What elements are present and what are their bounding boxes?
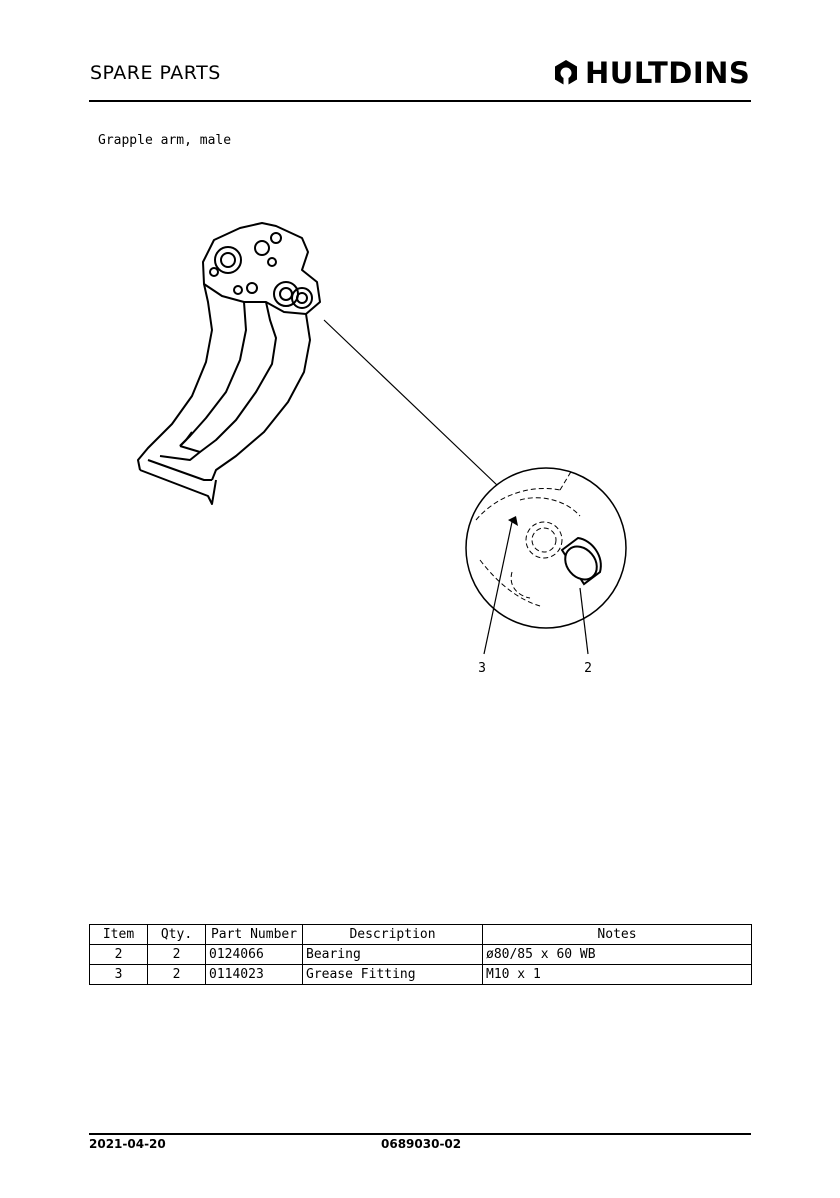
cell-notes: ø80/85 x 60 WB [482,944,752,965]
table-row: 3 2 0114023 Grease Fitting M10 x 1 [89,964,752,985]
footer-date: 2021-04-20 [89,1137,166,1151]
callout-2: 2 [584,661,592,676]
table-row: 2 2 0124066 Bearing ø80/85 x 60 WB [89,944,752,965]
col-header-part-number: Part Number [205,924,303,945]
cell-description: Bearing [302,944,483,965]
col-header-notes: Notes [482,924,752,945]
cell-notes: M10 x 1 [482,964,752,985]
col-header-item: Item [89,924,148,945]
cell-qty: 2 [147,944,206,965]
parts-table: Item Qty. Part Number Description Notes … [89,924,752,985]
logo-text: HULTDINS [585,55,751,90]
cell-qty: 2 [147,964,206,985]
brand-logo: HULTDINS [551,58,750,88]
col-header-description: Description [302,924,483,945]
page-title: SPARE PARTS [90,62,221,84]
grapple-arm-drawing: 3 2 [137,222,627,676]
header-rule [89,100,751,102]
col-header-qty: Qty. [147,924,206,945]
figure-caption: Grapple arm, male [98,133,232,148]
footer-rule [89,1133,751,1135]
cell-part-number: 0114023 [205,964,303,985]
footer-doc-number: 0689030-02 [381,1137,462,1151]
callout-3: 3 [478,661,486,676]
cell-part-number: 0124066 [205,944,303,965]
cell-item: 3 [89,964,148,985]
cell-description: Grease Fitting [302,964,483,985]
table-header-row: Item Qty. Part Number Description Notes [89,924,752,945]
cell-item: 2 [89,944,148,965]
hultdins-mark-icon [555,60,577,86]
